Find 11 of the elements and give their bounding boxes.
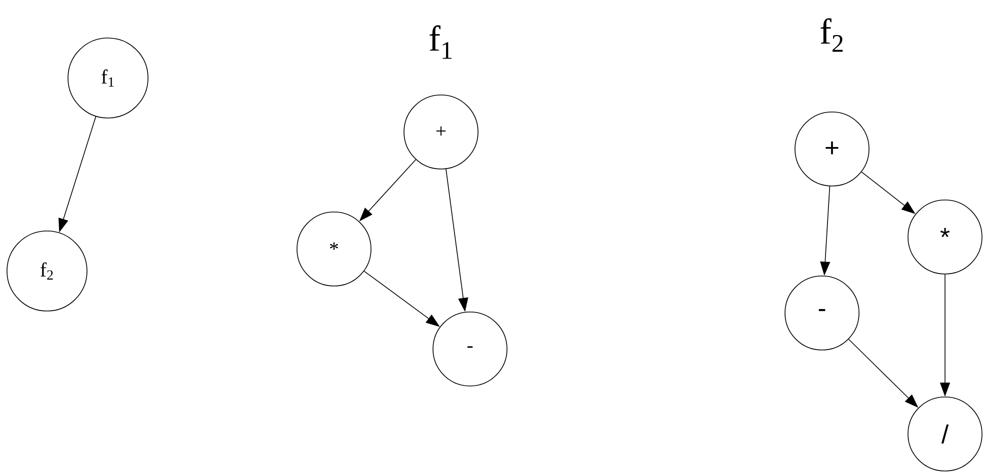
- graph-title: f$_{1}$: [430, 25, 452, 59]
- circle-node: f$_{1}$: [68, 38, 148, 118]
- circle-node: f$_{2}$: [6, 230, 88, 312]
- circle-node: +: [794, 112, 870, 186]
- circle-node: +: [404, 94, 478, 170]
- circle-node: -: [432, 312, 508, 386]
- circle-node: /: [908, 396, 982, 472]
- graph-title: f$_{2}$: [820, 18, 843, 52]
- circle-node: *: [296, 212, 372, 286]
- circle-node: *: [908, 200, 982, 274]
- circle-node: -: [784, 276, 860, 350]
